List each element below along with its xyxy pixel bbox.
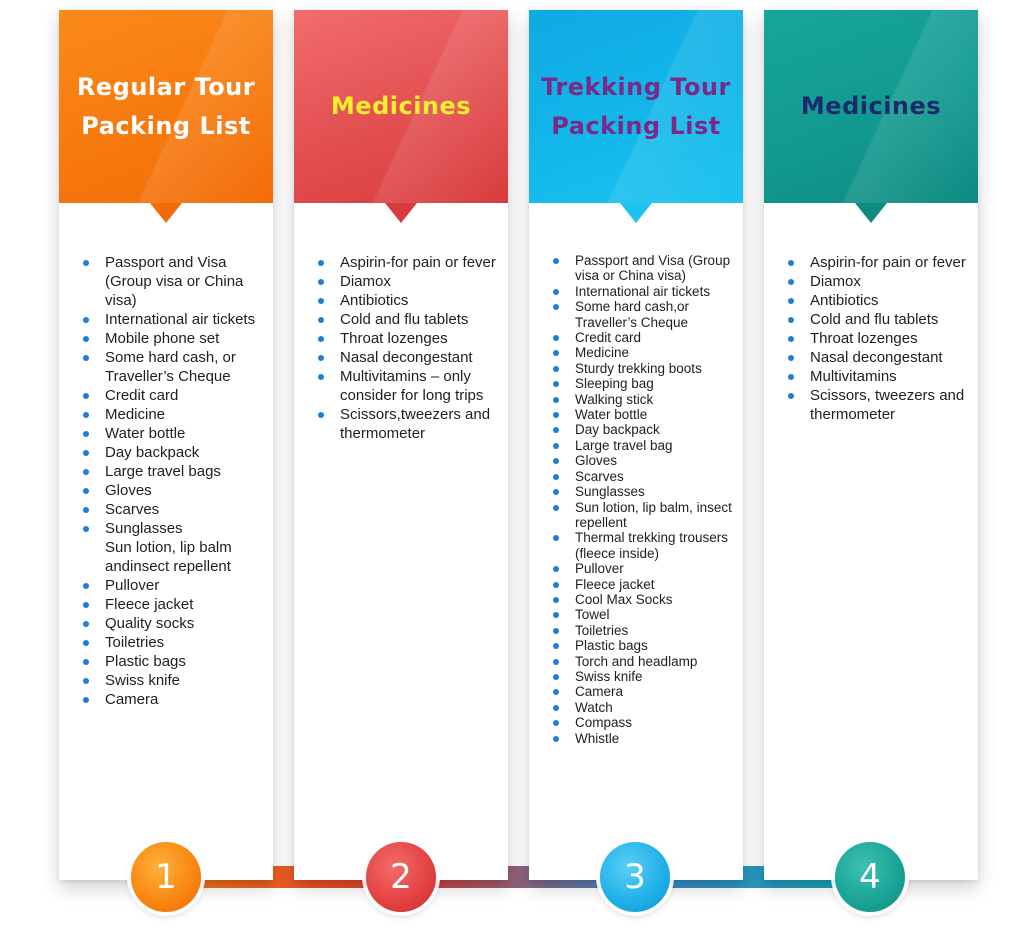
list-item: Camera bbox=[83, 690, 265, 709]
list-item: Quality socks bbox=[83, 614, 265, 633]
list-item: Large travel bags bbox=[83, 462, 265, 481]
list-item: Toiletries bbox=[83, 633, 265, 652]
list-item: Thermal trekking trousers (fleece inside… bbox=[553, 530, 735, 561]
list-item: Throat lozenges bbox=[788, 329, 970, 348]
list-item: Nasal decongestant bbox=[318, 348, 500, 367]
list-item: Day backpack bbox=[553, 422, 735, 437]
column-title: Regular Tour Packing List bbox=[76, 72, 256, 140]
list-item: Camera bbox=[553, 684, 735, 699]
list-item: Sunglasses bbox=[553, 484, 735, 499]
list-item: Passport and Visa (Group visa or China v… bbox=[83, 253, 265, 310]
list-item: Pullover bbox=[83, 576, 265, 595]
list-item: Sleeping bag bbox=[553, 376, 735, 391]
list-item: Sturdy trekking boots bbox=[553, 361, 735, 376]
list-item: Compass bbox=[553, 715, 735, 730]
list-item: Diamox bbox=[318, 272, 500, 291]
list-item: Aspirin-for pain or fever bbox=[788, 253, 970, 272]
list-item: Gloves bbox=[553, 453, 735, 468]
list-item: International air tickets bbox=[553, 284, 735, 299]
list-item: Cold and flu tablets bbox=[788, 310, 970, 329]
list-item: Gloves bbox=[83, 481, 265, 500]
list-item: Walking stick bbox=[553, 392, 735, 407]
column-title: Medicines bbox=[330, 92, 472, 120]
step-marker-4: 4 bbox=[835, 842, 905, 912]
list-item: Credit card bbox=[83, 386, 265, 405]
list-item: Fleece jacket bbox=[553, 577, 735, 592]
list-item: Cool Max Socks bbox=[553, 592, 735, 607]
column-regular-tour: Regular Tour Packing List Passport and V… bbox=[59, 10, 273, 880]
list-item: Mobile phone set bbox=[83, 329, 265, 348]
list-item: Swiss knife bbox=[553, 669, 735, 684]
list-item: Scissors,tweezers and thermometer bbox=[318, 405, 500, 443]
list-item: Aspirin-for pain or fever bbox=[318, 253, 500, 272]
packing-list: Passport and Visa (Group visa or China v… bbox=[553, 253, 735, 746]
column-header: Medicines bbox=[294, 10, 508, 223]
list-item: Scarves bbox=[553, 469, 735, 484]
list-item: Towel bbox=[553, 607, 735, 622]
list-item: Torch and headlamp bbox=[553, 654, 735, 669]
list-item: Scarves bbox=[83, 500, 265, 519]
step-marker-3: 3 bbox=[600, 842, 670, 912]
list-item: Medicine bbox=[83, 405, 265, 424]
list-item: Multivitamins bbox=[788, 367, 970, 386]
list-item: Sun lotion, lip balm, insect repellent bbox=[553, 500, 735, 531]
packing-list: Passport and Visa (Group visa or China v… bbox=[83, 253, 265, 709]
list-item: Plastic bags bbox=[83, 652, 265, 671]
column-header: Medicines bbox=[764, 10, 978, 223]
list-item: Nasal decongestant bbox=[788, 348, 970, 367]
column-header: Trekking Tour Packing List bbox=[529, 10, 743, 223]
list-item: International air tickets bbox=[83, 310, 265, 329]
list-item: Water bottle bbox=[83, 424, 265, 443]
list-item: Diamox bbox=[788, 272, 970, 291]
list-item: Medicine bbox=[553, 345, 735, 360]
list-item: Passport and Visa (Group visa or China v… bbox=[553, 253, 735, 284]
list-item: Antibiotics bbox=[318, 291, 500, 310]
list-item: Plastic bags bbox=[553, 638, 735, 653]
list-item: Watch bbox=[553, 700, 735, 715]
list-item: Some hard cash, or Traveller’s Cheque bbox=[83, 348, 265, 386]
list-item: Toiletries bbox=[553, 623, 735, 638]
list-item: Cold and flu tablets bbox=[318, 310, 500, 329]
column-trekking-tour: Trekking Tour Packing List Passport and … bbox=[529, 10, 743, 880]
list-item: Day backpack bbox=[83, 443, 265, 462]
column-title: Medicines bbox=[800, 92, 942, 120]
list-item: Swiss knife bbox=[83, 671, 265, 690]
list-item: Water bottle bbox=[553, 407, 735, 422]
step-marker-1: 1 bbox=[131, 842, 201, 912]
list-item: Sunglasses Sun lotion, lip balm andinsec… bbox=[83, 519, 265, 576]
column-header: Regular Tour Packing List bbox=[59, 10, 273, 223]
step-marker-2: 2 bbox=[366, 842, 436, 912]
column-title: Trekking Tour Packing List bbox=[541, 72, 731, 140]
list-item: Pullover bbox=[553, 561, 735, 576]
list-item: Large travel bag bbox=[553, 438, 735, 453]
list-item: Whistle bbox=[553, 731, 735, 746]
list-item: Fleece jacket bbox=[83, 595, 265, 614]
list-item: Credit card bbox=[553, 330, 735, 345]
list-item: Scissors, tweezers and thermometer bbox=[788, 386, 970, 424]
list-item: Antibiotics bbox=[788, 291, 970, 310]
list-item: Some hard cash,or Traveller’s Cheque bbox=[553, 299, 735, 330]
list-item: Multivitamins – only consider for long t… bbox=[318, 367, 500, 405]
list-item: Throat lozenges bbox=[318, 329, 500, 348]
